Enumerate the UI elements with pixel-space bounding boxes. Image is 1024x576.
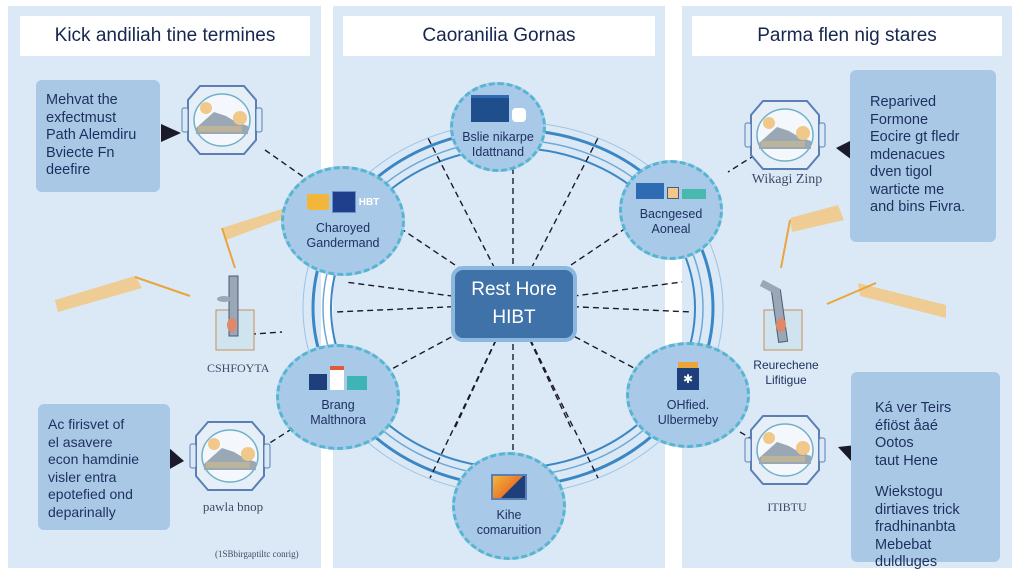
leaf-icon: ✱: [677, 368, 699, 390]
hub-label: HIBT: [492, 307, 536, 328]
text-line: epotefied ond: [48, 486, 133, 502]
watch-label: Wikagi Zinp: [751, 172, 823, 187]
text-line: fradhinanbta: [875, 519, 956, 535]
text-line: taut Hene: [875, 452, 938, 469]
left-panel-title: Kick andiliah tine termines: [20, 16, 310, 56]
scale-icon: [678, 362, 698, 368]
central-hub[interactable]: Rest Hore HIBT: [451, 266, 577, 342]
text-line: Bviecte Fn: [46, 144, 115, 161]
node-label: Kihe: [496, 508, 522, 522]
text-line: warticte me: [870, 181, 945, 198]
node-lower-left[interactable]: Brang Malthnora: [276, 344, 400, 450]
node-top[interactable]: Bslie nikarpe Idattnand: [450, 82, 546, 172]
footer-caption: (1SBbirgaptiltc conrig): [215, 549, 299, 559]
right-panel-title: Parma flen nig stares: [692, 16, 1002, 56]
card-icon: [347, 376, 367, 390]
text-line: deparinally: [48, 503, 116, 520]
text-line: exfectmust: [46, 109, 117, 126]
node-label: Ulbermeby: [657, 413, 719, 427]
right-top-text-box: Reparived Formone Eocire gt fledr mdenac…: [850, 70, 996, 242]
text-line: Ac firisvet of: [48, 416, 125, 432]
node-label: Gandermand: [306, 236, 380, 250]
text-line: dven tigol: [870, 164, 933, 180]
text-line: Mehvat the: [46, 92, 118, 108]
tablet-icon: [491, 474, 527, 500]
text-line: éfiöst åaé Ootos: [875, 417, 938, 452]
lab-device-label: Reurechene Lifitigue: [746, 358, 826, 388]
node-lower-right[interactable]: ✱ OHfied. Ulbermeby: [626, 342, 750, 448]
left-bottom-text-box: Ac firisvet of el asavere econ hamdinie …: [38, 404, 170, 530]
node-upper-left[interactable]: HBT Charoyed Gandermand: [281, 166, 405, 276]
node-label: Bacngesed: [639, 207, 703, 221]
node-label: Bslie nikarpe: [462, 129, 534, 144]
dashboard-icon: [470, 94, 526, 122]
text-line: and bins Fivra.: [870, 199, 966, 215]
left-top-text-box: Mehvat the exfectmust Path Alemdiru Bvie…: [36, 80, 160, 192]
text-line: Path Alemdiru: [46, 127, 137, 143]
node-label: Idattnand: [471, 144, 525, 159]
monitor-icon: [331, 191, 356, 213]
node-label: Charoyed: [315, 221, 371, 235]
text-line: Eocire gt fledr: [870, 129, 960, 145]
text-line: Ká ver Teirs: [875, 400, 952, 416]
node-label: OHfied.: [666, 398, 710, 412]
text-line: el asavere: [48, 433, 113, 450]
text-line: Mebebat: [875, 536, 932, 553]
text-line: Formone: [870, 111, 929, 128]
folder-icon: [306, 194, 329, 210]
lab-device-label: CSHFOYTA: [207, 361, 270, 375]
badge-icon: [309, 374, 327, 390]
text-line: deefire: [46, 162, 91, 178]
icon-text: HBT: [358, 196, 380, 208]
text-line: Reparived: [870, 94, 937, 110]
text-line: dirtiaves trick: [875, 501, 960, 518]
chart-monitor-icon: [636, 183, 706, 199]
watch-label: ITIBTU: [767, 500, 807, 514]
sand-streaks: [55, 205, 946, 318]
text-line: visler entra: [48, 468, 117, 485]
text-line: Wiekstogu: [875, 484, 943, 500]
node-label: Aoneal: [651, 222, 691, 236]
text-line: duldluges: [875, 554, 938, 570]
watch-label: pawla bnop: [202, 499, 264, 514]
right-bottom-text-box: Ká ver Teirs éfiöst åaé Ootos taut Hene …: [851, 372, 1000, 570]
middle-panel-title: Caoranilia Gornas: [343, 16, 655, 56]
node-label: Malthnora: [310, 413, 366, 427]
hub-label: Rest Hore: [471, 279, 557, 300]
node-bottom[interactable]: Kihe comaruition: [452, 452, 566, 560]
text-line: Lifitigue: [765, 373, 807, 387]
text-line: econ hamdinie: [48, 451, 140, 467]
text-line: mdenacues: [870, 146, 945, 163]
text-line: Reurechene: [753, 358, 819, 372]
node-label: comaruition: [476, 523, 542, 537]
bottle-icon: [330, 366, 344, 390]
node-label: Brang: [321, 398, 355, 412]
node-upper-right[interactable]: Bacngesed Aoneal: [619, 160, 723, 260]
